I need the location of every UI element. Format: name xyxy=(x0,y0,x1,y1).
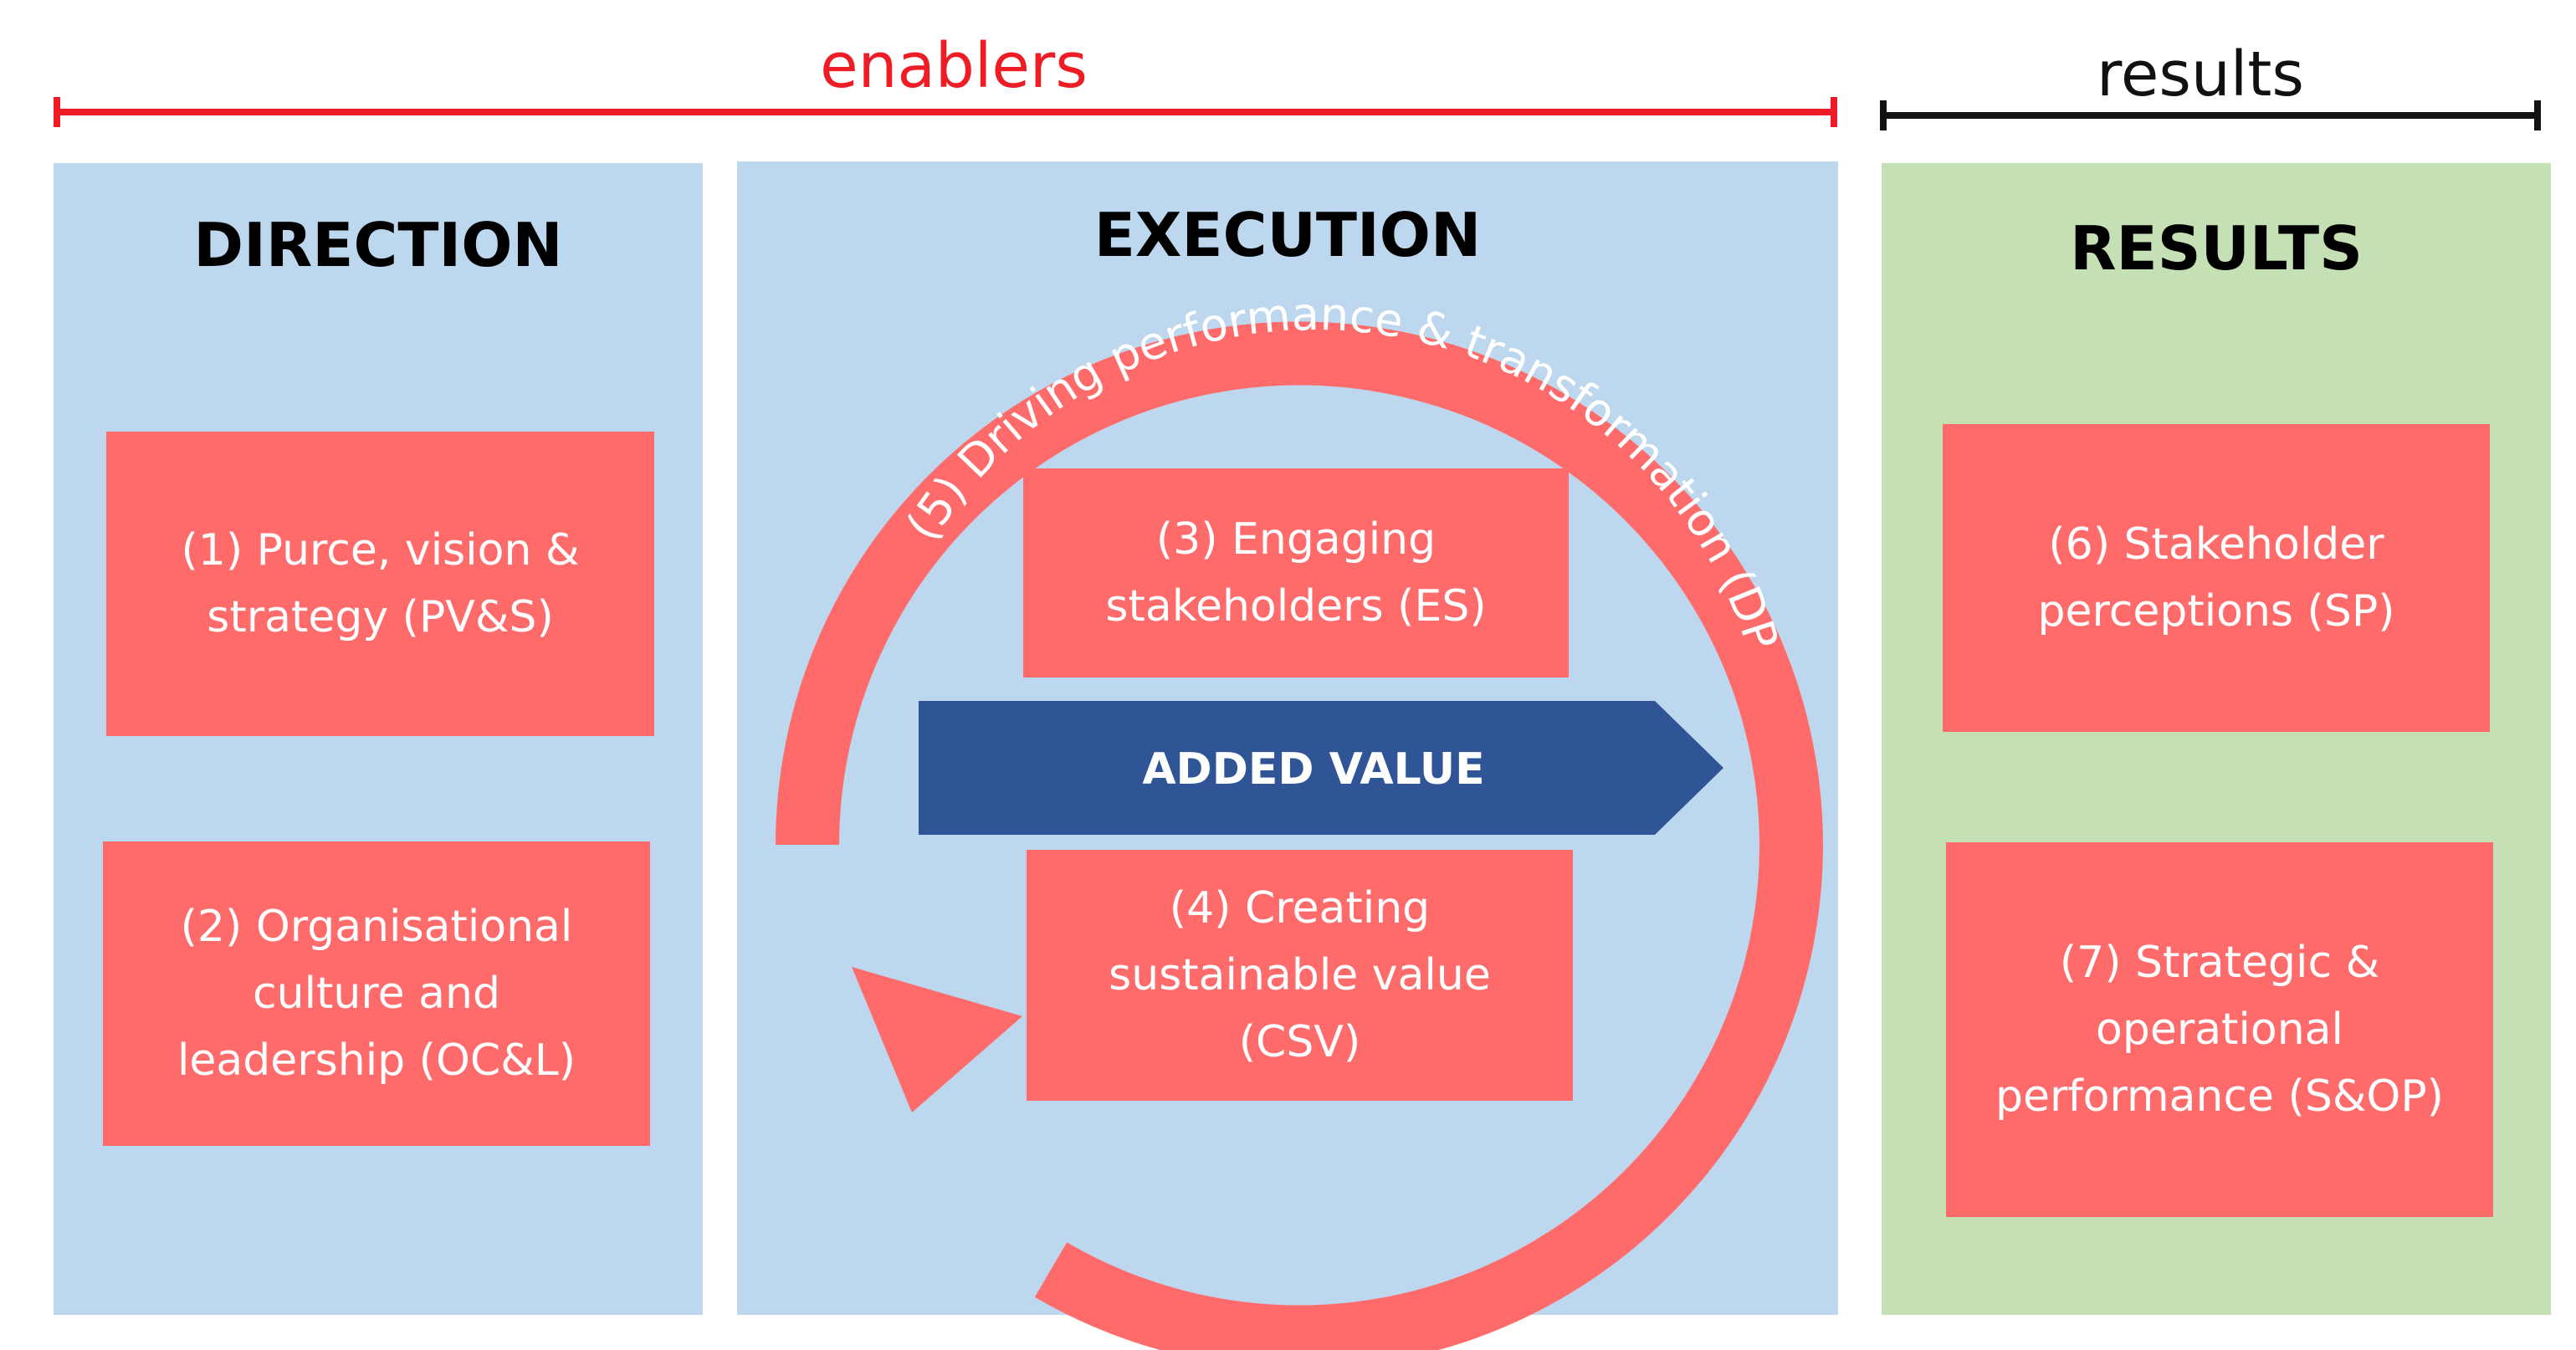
box-stakeholder-perceptions: (6) Stakeholder perceptions (SP) xyxy=(1943,424,2490,732)
direction-title: DIRECTION xyxy=(193,210,563,280)
added-value-label: ADDED VALUE xyxy=(1142,744,1484,795)
cycle-arc xyxy=(776,321,1823,1350)
enablers-bracket xyxy=(54,97,1837,127)
results-title: RESULTS xyxy=(2070,213,2363,284)
box-strategic-operational-performance: (7) Strategic & operational performance … xyxy=(1946,842,2493,1217)
box-engaging-stakeholders: (3) Engaging stakeholders (ES) xyxy=(1023,468,1569,678)
results-bracket xyxy=(1880,100,2541,130)
execution-title: EXECUTION xyxy=(1093,200,1482,270)
enablers-label: enablers xyxy=(820,30,1088,102)
box-organisational-culture-leadership: (2) Organisational culture and leadershi… xyxy=(103,841,650,1146)
results-label: results xyxy=(2097,38,2304,110)
added-value-arrow xyxy=(919,701,1723,835)
box-purpose-vision-strategy: (1) Purce, vision & strategy (PV&S) xyxy=(106,432,654,736)
cycle-arrowhead xyxy=(852,967,1022,1112)
box-creating-sustainable-value: (4) Creating sustainable value (CSV) xyxy=(1027,850,1573,1101)
